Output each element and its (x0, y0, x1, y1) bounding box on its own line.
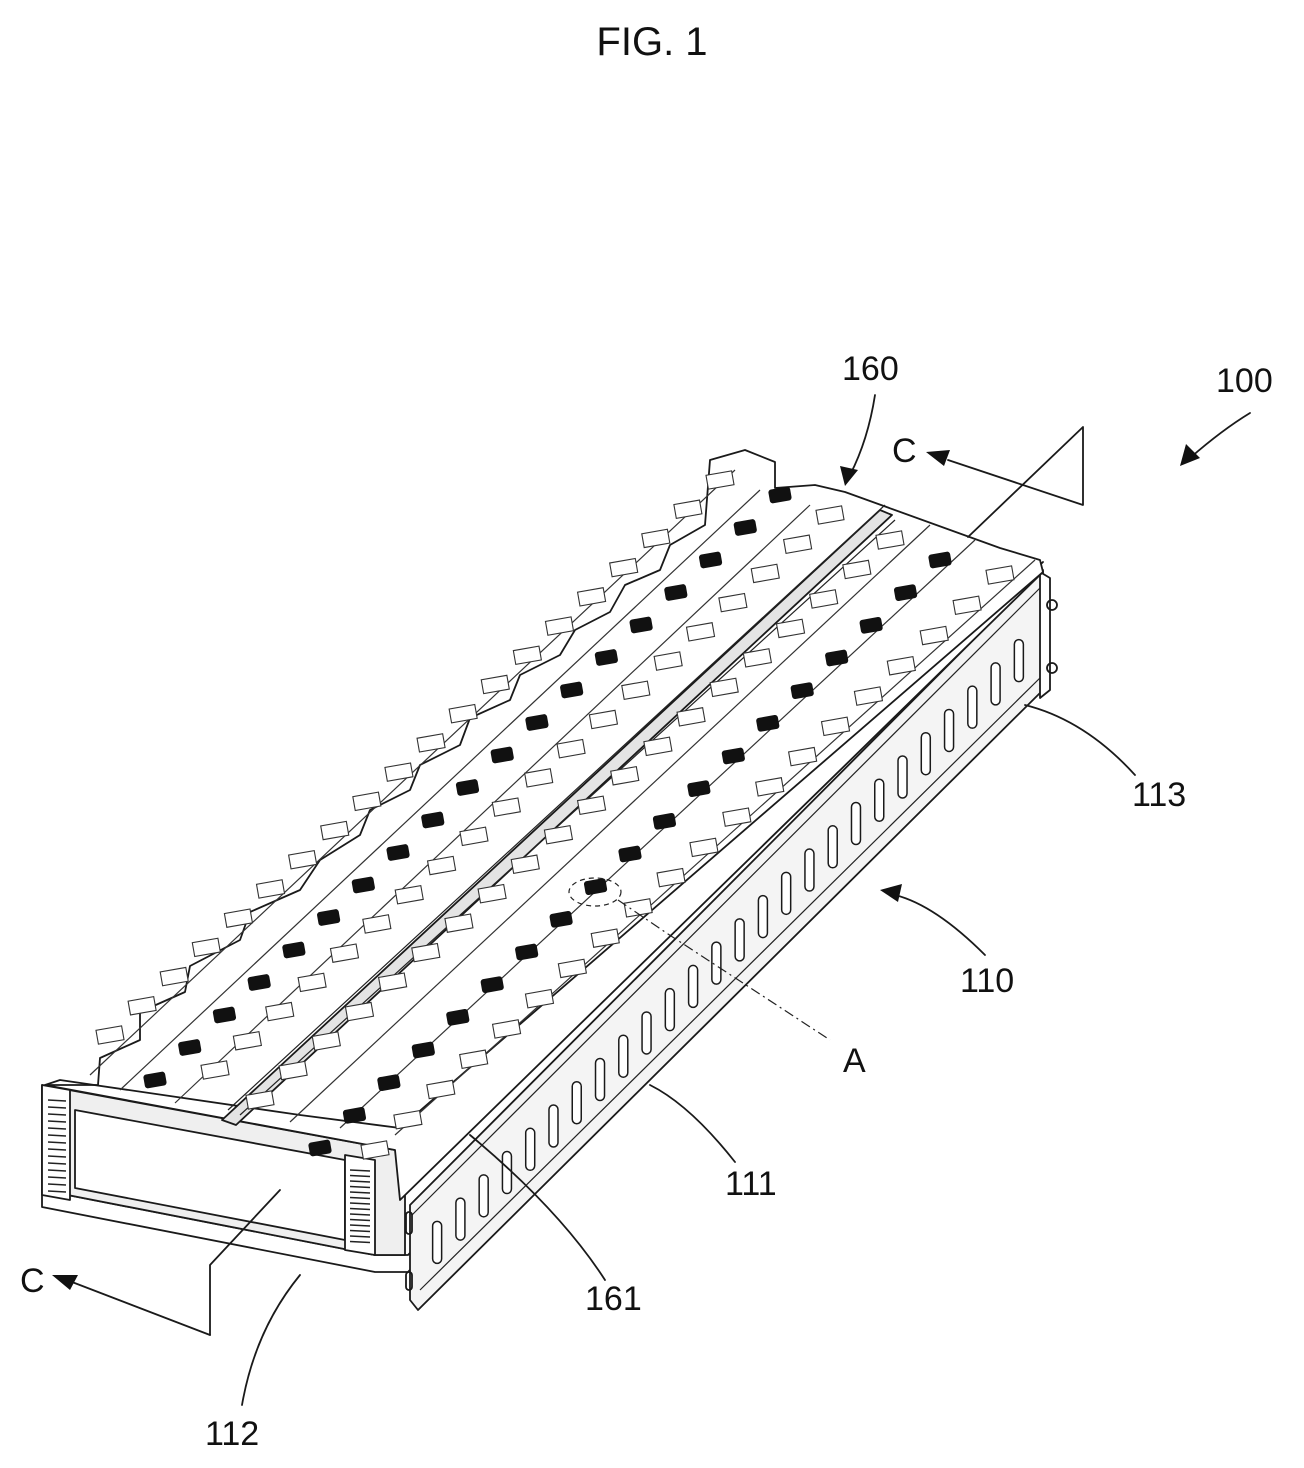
leader-111 (650, 1085, 735, 1162)
vent-line (48, 1191, 66, 1192)
vent-line (350, 1242, 370, 1243)
side-slot (572, 1082, 581, 1124)
vent-line (350, 1209, 370, 1210)
vent-line (48, 1142, 66, 1143)
section-arrow-shaft-bottom (72, 1282, 210, 1335)
leader-112 (242, 1275, 300, 1405)
side-slot (945, 709, 954, 751)
side-slot (619, 1035, 628, 1077)
side-slot (782, 872, 791, 914)
leader-113 (1025, 705, 1135, 775)
ref-label-112: 112 (205, 1415, 259, 1453)
leader-160 (850, 395, 875, 475)
side-slot (828, 826, 837, 868)
side-slot (689, 965, 698, 1007)
arrow-160 (840, 466, 858, 486)
vent-line (48, 1100, 66, 1101)
vent-line (48, 1107, 66, 1108)
vent-line (350, 1187, 370, 1188)
vent-line (350, 1170, 370, 1171)
vent-line (48, 1121, 66, 1122)
section-arrow-head-top (926, 450, 950, 466)
cell-window (642, 529, 670, 547)
section-label-top: C (892, 432, 917, 470)
side-slot (968, 686, 977, 728)
vent-line (48, 1163, 66, 1164)
side-slot (875, 779, 884, 821)
vent-line (350, 1214, 370, 1215)
side-slot (991, 663, 1000, 705)
vent-line (48, 1156, 66, 1157)
rear-end-plate (1040, 572, 1050, 698)
side-slot (758, 896, 767, 938)
ref-label-113: 113 (1132, 776, 1186, 814)
cell-window (610, 558, 638, 576)
detail-label: A (843, 1042, 866, 1080)
side-slot (805, 849, 814, 891)
vent-line (48, 1114, 66, 1115)
ref-label-111: 111 (725, 1165, 777, 1203)
side-slot (456, 1198, 465, 1240)
cell-window (417, 734, 445, 752)
arrow-100 (1180, 444, 1200, 466)
figure-title: FIG. 1 (596, 20, 707, 64)
side-slot (921, 733, 930, 775)
battery-module (42, 450, 1057, 1310)
leader-100 (1190, 413, 1250, 458)
ref-label-161: 161 (585, 1280, 642, 1318)
vent-line (48, 1128, 66, 1129)
side-slot (433, 1221, 442, 1263)
vent-line (48, 1135, 66, 1136)
cell-window (385, 763, 413, 781)
side-slot (479, 1175, 488, 1217)
ref-label-160: 160 (842, 350, 899, 388)
vent-line (48, 1184, 66, 1185)
cell-window (481, 675, 509, 693)
cell-window (96, 1026, 124, 1044)
side-slot (735, 919, 744, 961)
cell-window (513, 646, 541, 664)
side-slot (502, 1152, 511, 1194)
ref-label-100: 100 (1216, 362, 1273, 400)
vent-line (350, 1198, 370, 1199)
vent-line (48, 1149, 66, 1150)
vent-line (350, 1225, 370, 1226)
vent-line (350, 1220, 370, 1221)
vent-line (350, 1176, 370, 1177)
leader-110 (895, 895, 985, 955)
section-cut-rear (948, 427, 1083, 537)
vent-line (48, 1177, 66, 1178)
side-slot (665, 989, 674, 1031)
side-slot (898, 756, 907, 798)
side-slot (851, 803, 860, 845)
section-label-bottom: C (20, 1262, 45, 1300)
vent-line (350, 1236, 370, 1237)
side-slot (1014, 640, 1023, 682)
cell-window (578, 588, 606, 606)
front-connector (406, 1212, 412, 1234)
vent-line (48, 1170, 66, 1171)
vent-line (350, 1203, 370, 1204)
front-connector (406, 1272, 412, 1290)
side-slot (596, 1058, 605, 1100)
arrow-110 (880, 884, 902, 902)
cell-window (160, 967, 188, 985)
ref-label-110: 110 (960, 962, 1014, 1000)
vent-line (350, 1231, 370, 1232)
vent-line (350, 1181, 370, 1182)
side-slot (642, 1012, 651, 1054)
side-slot (549, 1105, 558, 1147)
cell-window (545, 617, 573, 635)
side-slot (526, 1128, 535, 1170)
cell-window (674, 500, 702, 518)
cell-window (257, 880, 285, 898)
vent-line (350, 1192, 370, 1193)
